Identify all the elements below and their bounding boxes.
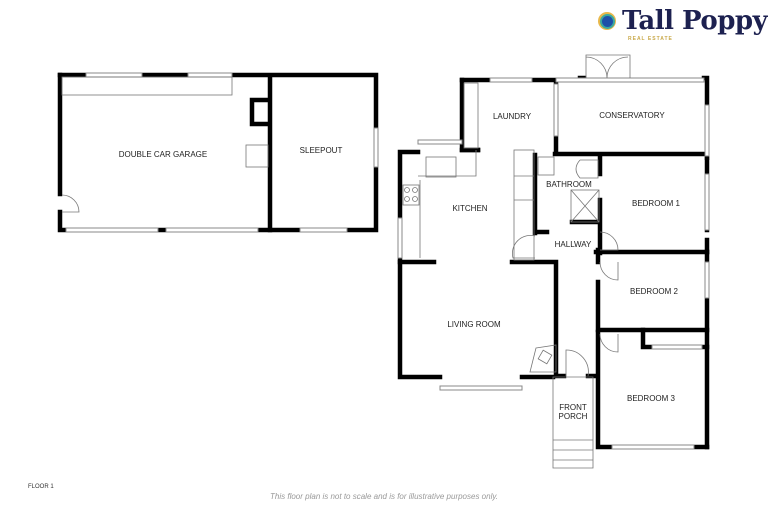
room-bedroom-2: BEDROOM 2 <box>630 287 679 296</box>
room-bedroom-3: BEDROOM 3 <box>627 394 676 403</box>
brand-logo: Tall Poppy REAL ESTATE <box>598 6 768 42</box>
room-labels: DOUBLE CAR GARAGE SLEEPOUT LAUNDRY CONSE… <box>119 111 681 421</box>
brand-tagline: REAL ESTATE <box>628 36 673 42</box>
walls <box>57 72 710 450</box>
windows <box>65 72 710 450</box>
room-bathroom: BATHROOM <box>546 180 592 189</box>
room-bedroom-1: BEDROOM 1 <box>632 199 681 208</box>
room-hallway: HALLWAY <box>555 240 592 249</box>
brand-name: Tall Poppy <box>622 6 768 36</box>
poppy-icon <box>598 12 616 30</box>
room-laundry: LAUNDRY <box>493 112 532 121</box>
disclaimer: This floor plan is not to scale and is f… <box>270 492 498 501</box>
room-sleepout: SLEEPOUT <box>300 146 343 155</box>
room-garage: DOUBLE CAR GARAGE <box>119 150 207 159</box>
room-porch-line1: FRONT <box>559 403 587 412</box>
room-living: LIVING ROOM <box>447 320 501 329</box>
room-kitchen: KITCHEN <box>452 204 487 213</box>
room-conservatory: CONSERVATORY <box>599 111 665 120</box>
floor-label: FLOOR 1 <box>28 484 54 490</box>
room-porch-line2: PORCH <box>559 412 588 421</box>
fixtures <box>61 54 631 469</box>
